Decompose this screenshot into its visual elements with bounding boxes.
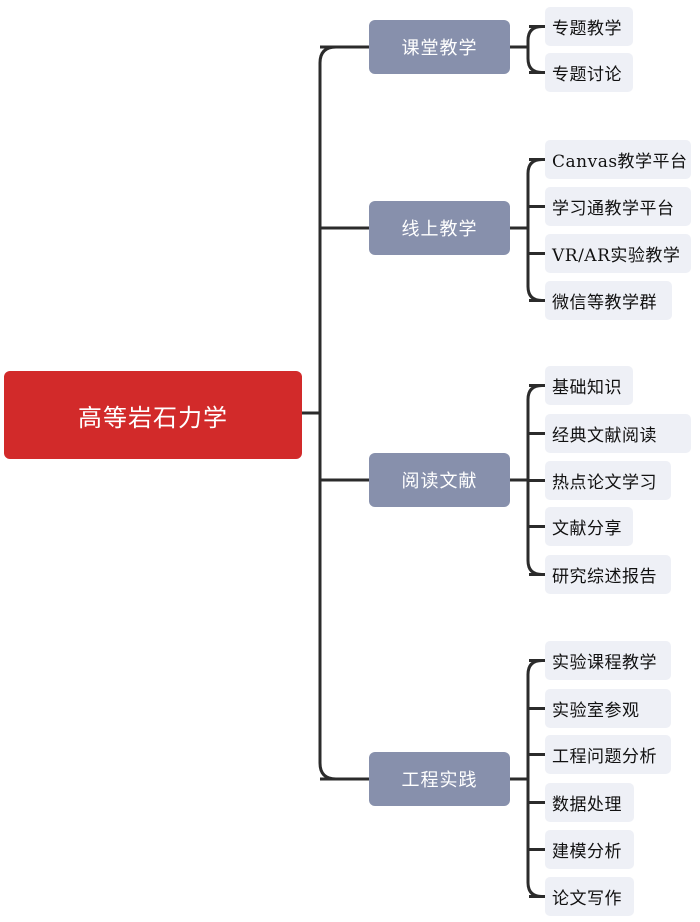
leaf-node[interactable]: 工程问题分析 (545, 735, 671, 774)
leaf-node[interactable]: 热点论文学习 (545, 461, 671, 500)
leaf-bracket (526, 158, 543, 302)
leaf-node[interactable]: 学习通教学平台 (545, 187, 691, 226)
leaf-node[interactable]: 基础知识 (545, 366, 633, 405)
category-node-online-teaching[interactable]: 线上教学 (369, 201, 510, 255)
leaf-bracket (526, 25, 543, 74)
leaf-node[interactable]: 研究综述报告 (545, 555, 671, 594)
leaf-node[interactable]: Canvas教学平台 (545, 140, 691, 179)
leaf-node[interactable]: 论文写作 (545, 877, 634, 916)
leaf-node[interactable]: 专题教学 (545, 7, 633, 46)
category-node-literature-reading[interactable]: 阅读文献 (369, 453, 510, 507)
leaf-bracket (526, 659, 543, 898)
trunk-line (318, 45, 337, 781)
leaf-node[interactable]: 数据处理 (545, 783, 634, 822)
leaf-node[interactable]: 建模分析 (545, 830, 634, 869)
category-node-engineering-practice[interactable]: 工程实践 (369, 752, 510, 806)
leaf-node[interactable]: VR/AR实验教学 (545, 234, 691, 273)
leaf-node[interactable]: 专题讨论 (545, 53, 633, 92)
category-node-classroom-teaching[interactable]: 课堂教学 (369, 20, 510, 74)
leaf-node[interactable]: 实验课程教学 (545, 641, 671, 680)
leaf-node[interactable]: 实验室参观 (545, 689, 671, 728)
root-node[interactable]: 高等岩石力学 (4, 371, 302, 459)
leaf-node[interactable]: 微信等教学群 (545, 281, 672, 320)
leaf-node[interactable]: 经典文献阅读 (545, 414, 691, 453)
leaf-node[interactable]: 文献分享 (545, 507, 633, 546)
